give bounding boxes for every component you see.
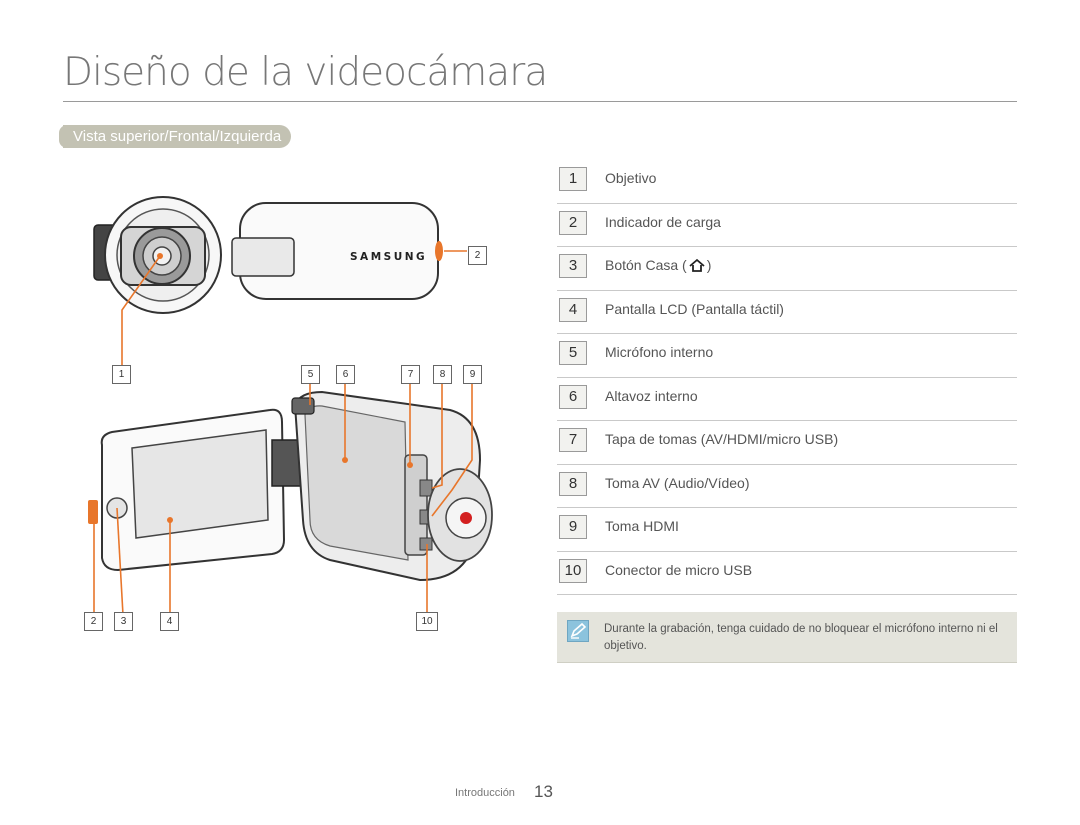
part-label: Toma AV (Audio/Vídeo): [605, 474, 750, 491]
callout-2: 2: [468, 246, 487, 265]
callout-3: 3: [114, 612, 133, 631]
note-text: Durante la grabación, tenga cuidado de n…: [604, 623, 998, 652]
callout-2: 2: [84, 612, 103, 631]
part-label: Pantalla LCD (Pantalla táctil): [605, 300, 784, 317]
callout-5: 5: [301, 365, 320, 384]
part-number: 9: [559, 515, 587, 539]
part-number: 10: [559, 558, 587, 583]
part-row: 1 Objetivo: [557, 160, 1017, 204]
part-number: 6: [559, 384, 587, 409]
part-number: 4: [559, 297, 587, 322]
part-row: 5 Micrófono interno: [557, 334, 1017, 378]
title-divider: [63, 101, 1017, 102]
callout-7: 7: [401, 365, 420, 384]
part-row: 4 Pantalla LCD (Pantalla táctil): [557, 291, 1017, 334]
callout-6: 6: [336, 365, 355, 384]
part-row: 3 Botón Casa (): [557, 247, 1017, 291]
part-label: Objetivo: [605, 170, 657, 186]
part-row: 6 Altavoz interno: [557, 378, 1017, 421]
part-number: 1: [559, 167, 587, 191]
part-number: 5: [559, 341, 587, 365]
page-number: 13: [534, 782, 553, 801]
brand-logo: SAMSUNG: [350, 251, 427, 263]
part-row: 9 Toma HDMI: [557, 508, 1017, 552]
part-row: 2 Indicador de carga: [557, 204, 1017, 247]
part-number: 2: [559, 210, 587, 235]
zoom-lever: [291, 397, 315, 415]
camcorder-illustration: SAMSUNG: [88, 196, 493, 616]
pencil-note-icon: [567, 620, 589, 642]
callout-8: 8: [433, 365, 452, 384]
charge-indicator-front: [435, 241, 443, 261]
part-number: 3: [559, 254, 587, 278]
section-heading: Vista superior/Frontal/Izquierda: [58, 125, 292, 148]
footer-section-name: Introducción: [455, 787, 515, 799]
callout-4: 4: [160, 612, 179, 631]
part-row: 10 Conector de micro USB: [557, 552, 1017, 595]
part-label-text: ): [706, 257, 712, 273]
callout-10: 10: [416, 612, 438, 631]
part-row: 8 Toma AV (Audio/Vídeo): [557, 465, 1017, 508]
part-label: Conector de micro USB: [605, 561, 753, 578]
part-label: Toma HDMI: [605, 518, 679, 534]
callout-1: 1: [112, 365, 131, 384]
note-box: Durante la grabación, tenga cuidado de n…: [557, 612, 1017, 663]
part-label: Micrófono interno: [605, 344, 714, 360]
part-label: Tapa de tomas (AV/HDMI/micro USB): [605, 431, 839, 447]
part-number: 7: [559, 428, 587, 452]
parts-list: 1 Objetivo 2 Indicador de carga 3 Botón …: [557, 160, 1017, 595]
page-title: Diseño de la videocámara: [63, 50, 548, 95]
callout-9: 9: [463, 365, 482, 384]
part-label: Altavoz interno: [605, 387, 698, 404]
part-row: 7 Tapa de tomas (AV/HDMI/micro USB): [557, 421, 1017, 465]
part-label: Botón Casa (): [605, 257, 711, 273]
part-label: Indicador de carga: [605, 213, 721, 230]
part-label-text: Botón Casa (: [605, 257, 687, 273]
camcorder-diagram: SAMSUNG: [60, 160, 510, 640]
part-number: 8: [559, 471, 587, 496]
home-icon: [688, 258, 706, 273]
